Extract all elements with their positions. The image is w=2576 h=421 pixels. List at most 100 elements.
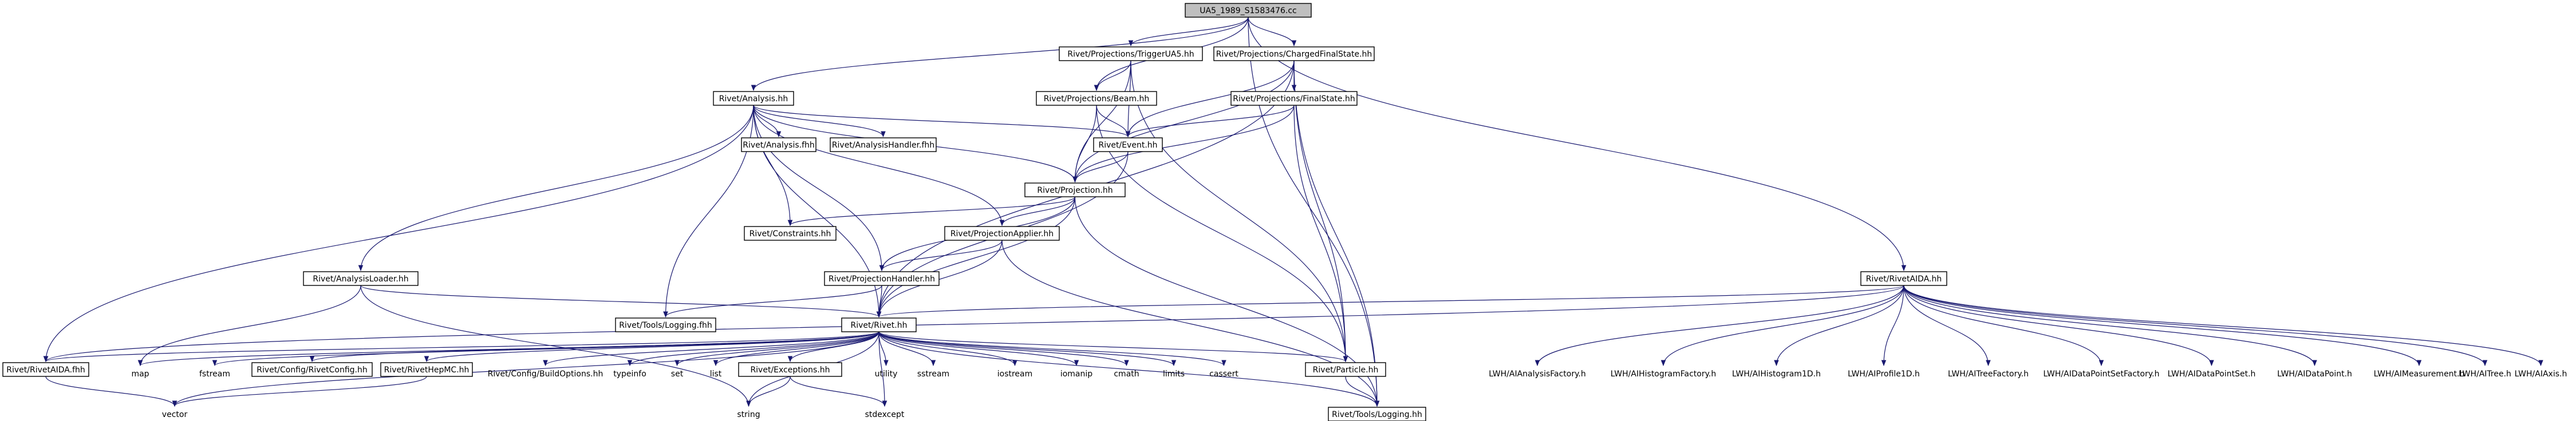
node-label: Rivet/AnalysisLoader.hh [313, 275, 408, 284]
node-box [1213, 46, 1375, 61]
edge-rivet-to-build_options [543, 331, 879, 367]
node-particle[interactable]: Rivet/Particle.hh [1305, 362, 1386, 377]
node-label: Rivet/RivetAIDA.fhh [6, 366, 85, 375]
node-label: LWH/AIHistogram1D.h [1732, 370, 1821, 379]
node-box [824, 271, 940, 286]
edge-analysis_loader-to-rivet [360, 285, 881, 318]
edge-rivet-to-vector [172, 331, 879, 407]
edge-analysis-to-analysis_handler [753, 105, 886, 138]
dependency-nodes: UA5_1989_S1583476.ccRivet/Projections/Tr… [2, 3, 2567, 421]
node-label: Rivet/Tools/Logging.fhh [619, 321, 712, 330]
edge-root-to-charged_fs [1248, 17, 1297, 47]
edge-rivet-to-sstream [878, 331, 936, 367]
node-ianalysis-factory: LWH/AIAnalysisFactory.h [1489, 370, 1585, 379]
node-box [841, 317, 917, 332]
node-iomanip: iomanip [1060, 370, 1092, 379]
node-label: LWH/AIProfile1D.h [1848, 370, 1920, 379]
edge-rivet-to-typeinfo [627, 331, 879, 367]
edge-root-to-logging_hh [1248, 17, 1380, 407]
node-projection-applier[interactable]: Rivet/ProjectionApplier.hh [944, 226, 1060, 241]
node-itree: LWH/AITree.h [2459, 370, 2511, 379]
node-analysis-handler[interactable]: Rivet/AnalysisHandler.fhh [830, 137, 937, 152]
node-label: Rivet/Event.hh [1098, 141, 1157, 150]
node-analysis-fhh[interactable]: Rivet/Analysis.fhh [741, 137, 816, 152]
node-box [251, 362, 373, 377]
node-label: cassert [1209, 370, 1238, 379]
edge-rivet-to-rivet_config [310, 331, 879, 363]
node-rivet-aida-hh[interactable]: Rivet/RivetAIDA.hh [1860, 271, 1947, 286]
edge-rivet-to-rivet_hepmc [424, 331, 879, 363]
node-box [1093, 137, 1163, 152]
node-label: Rivet/AnalysisHandler.fhh [832, 141, 934, 150]
node-box [615, 317, 716, 332]
edge-analysis-to-projection_applier [753, 105, 1005, 227]
edge-exceptions-to-stdexcept [790, 376, 887, 407]
node-logging-hh[interactable]: Rivet/Tools/Logging.hh [1328, 407, 1426, 421]
node-projection[interactable]: Rivet/Projection.hh [1024, 182, 1126, 197]
node-label: Rivet/Rivet.hh [851, 321, 908, 330]
edge-root-to-trigger_ua5 [1128, 17, 1249, 47]
node-analysis-loader[interactable]: Rivet/AnalysisLoader.hh [303, 271, 419, 286]
node-label: Rivet/Analysis.hh [719, 94, 788, 104]
node-final-state[interactable]: Rivet/Projections/FinalState.hh [1230, 91, 1358, 106]
node-analysis[interactable]: Rivet/Analysis.hh [713, 91, 794, 106]
node-imeasurement: LWH/AIMeasurement.h [2374, 370, 2465, 379]
node-label: LWH/AIMeasurement.h [2374, 370, 2465, 379]
node-label: UA5_1989_S1583476.cc [1200, 6, 1296, 15]
edge-final_state-to-projection [1072, 105, 1295, 183]
node-event[interactable]: Rivet/Event.hh [1093, 137, 1163, 152]
edge-analysis-to-projection_handler [753, 105, 885, 272]
node-label: LWH/AITreeFactory.h [1948, 370, 2029, 379]
edge-root-to-analysis [751, 17, 1249, 92]
node-box [2, 362, 89, 377]
node-label: LWH/AIDataPointSetFactory.h [2044, 370, 2160, 379]
edge-rivet_aida_hh-to-imeasurement [1903, 285, 2422, 367]
node-label: vector [162, 410, 188, 419]
node-utility: utility [875, 370, 898, 379]
node-logging-fhh[interactable]: Rivet/Tools/Logging.fhh [615, 317, 716, 332]
node-label: Rivet/ProjectionApplier.hh [950, 229, 1054, 239]
edge-rivet_aida_hh-to-itree_factory [1903, 285, 1991, 367]
node-charged-fs[interactable]: Rivet/Projections/ChargedFinalState.hh [1213, 46, 1375, 61]
edge-projection-to-rivet [876, 196, 1076, 318]
node-trigger-ua5[interactable]: Rivet/Projections/TriggerUA5.hh [1059, 46, 1203, 61]
node-beam[interactable]: Rivet/Projections/Beam.hh [1036, 91, 1157, 106]
node-label: sstream [917, 370, 949, 379]
node-rivet[interactable]: Rivet/Rivet.hh [841, 317, 917, 332]
node-cassert: cassert [1209, 370, 1238, 379]
node-root[interactable]: UA5_1989_S1583476.cc [1185, 3, 1312, 18]
node-rivet-aida-fhh[interactable]: Rivet/RivetAIDA.fhh [2, 362, 89, 377]
node-label: LWH/AIAxis.h [2515, 370, 2567, 379]
edge-analysis_loader-to-string [360, 285, 751, 407]
edge-charged_fs-to-logging_hh [1293, 60, 1380, 407]
node-box [380, 362, 473, 377]
node-rivet-hepmc[interactable]: Rivet/RivetHepMC.hh [380, 362, 473, 377]
node-iprofile1d: LWH/AIProfile1D.h [1848, 370, 1920, 379]
node-idatapoint: LWH/AIDataPoint.h [2277, 370, 2352, 379]
node-constraints[interactable]: Rivet/Constraints.hh [744, 226, 837, 241]
node-label: Rivet/Config/BuildOptions.hh [488, 370, 603, 379]
dependency-edges [43, 17, 2543, 407]
node-box [1305, 362, 1386, 377]
node-typeinfo: typeinfo [613, 370, 646, 379]
node-itree-factory: LWH/AITreeFactory.h [1948, 370, 2029, 379]
node-box [830, 137, 937, 152]
edge-rivet_aida_hh-to-idps [1903, 285, 2214, 367]
edge-rivet-to-set [674, 331, 879, 367]
node-rivet-config[interactable]: Rivet/Config/RivetConfig.hh [251, 362, 373, 377]
edge-rivet_aida_hh-to-rivet_aida_fhh [44, 285, 1904, 363]
node-label: Rivet/RivetHepMC.hh [384, 366, 470, 375]
edge-rivet-to-limits [878, 331, 1177, 367]
node-projection-handler[interactable]: Rivet/ProjectionHandler.hh [824, 271, 940, 286]
node-exceptions[interactable]: Rivet/Exceptions.hh [738, 362, 842, 377]
edge-trigger_ua5-to-beam [1094, 60, 1131, 92]
edge-rivet-to-cmath [878, 331, 1129, 367]
edge-rivet-to-iomanip [878, 331, 1079, 367]
node-box [741, 137, 816, 152]
edge-rivet-to-stdexcept [878, 331, 887, 407]
node-idps-factory: LWH/AIDataPointSetFactory.h [2044, 370, 2160, 379]
node-string: string [737, 410, 760, 419]
node-build-options: Rivet/Config/BuildOptions.hh [488, 370, 603, 379]
node-label: Rivet/Projections/TriggerUA5.hh [1067, 50, 1194, 59]
